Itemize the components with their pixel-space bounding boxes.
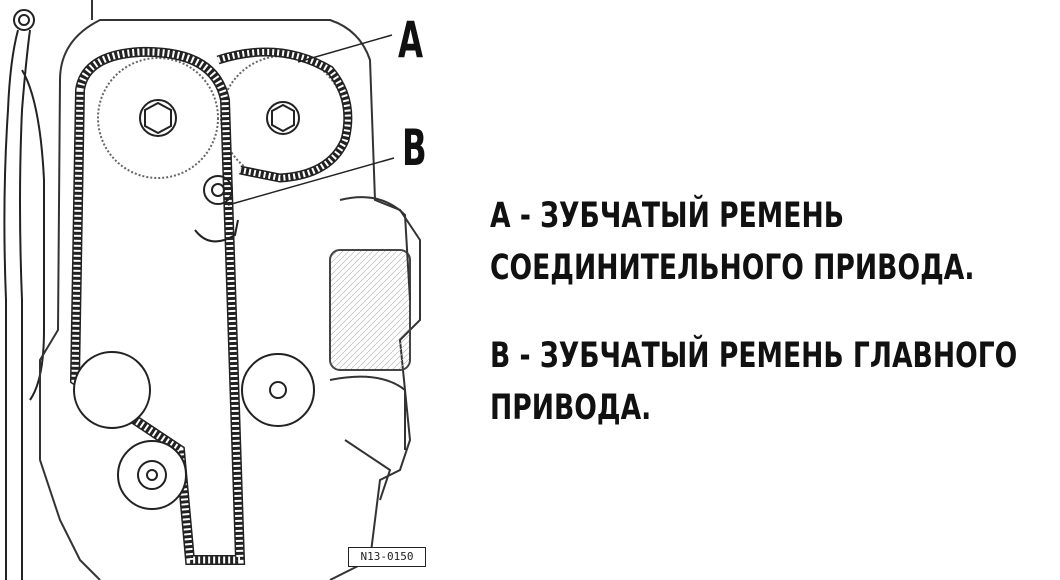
figure-code-label: N13-0150 — [348, 547, 426, 567]
callout-label-a: A — [398, 11, 424, 69]
belt-a — [216, 47, 353, 183]
tensioner — [194, 175, 239, 243]
caption-b: В - ЗУБЧАТЫЙ РЕМЕНЬ ГЛАВНОГО ПРИВОДА. — [490, 330, 1018, 434]
callout-label-b: B — [402, 119, 427, 177]
dipstick — [3, 9, 45, 580]
belt-b — [69, 46, 246, 565]
caption-a-line-2: СОЕДИНИТЕЛЬНОГО ПРИВОДА. — [490, 248, 975, 288]
lower-pulleys — [73, 351, 315, 510]
leader-lines — [227, 34, 395, 206]
engine-block — [39, 0, 421, 580]
caption-b-line-1: В - ЗУБЧАТЫЙ РЕМЕНЬ ГЛАВНОГО — [490, 336, 1018, 376]
caption-a-line-1: А - ЗУБЧАТЫЙ РЕМЕНЬ — [490, 196, 844, 236]
caption-b-line-2: ПРИВОДА. — [490, 388, 652, 428]
caption-a: А - ЗУБЧАТЫЙ РЕМЕНЬ СОЕДИНИТЕЛЬНОГО ПРИВ… — [490, 190, 992, 294]
